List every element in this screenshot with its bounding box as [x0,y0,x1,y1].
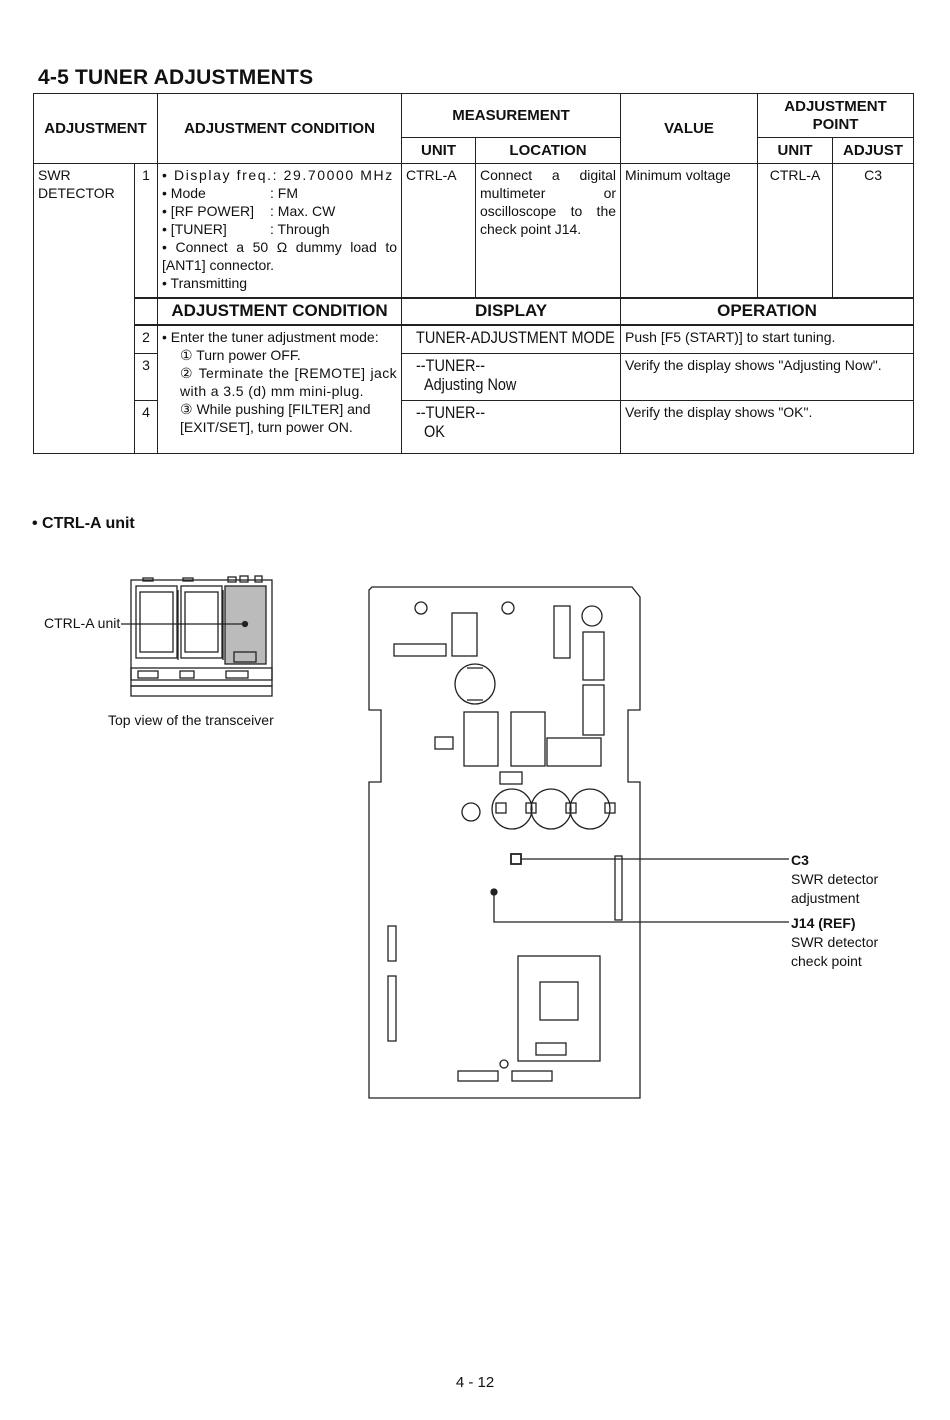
ctrl-a-board [368,586,641,1099]
c3-callout: C3 SWR detector adjustment [791,851,878,908]
j14-callout: J14 (REF) SWR detector check point [791,914,878,971]
operation-step3: Verify the display shows "Adjusting Now"… [620,353,915,401]
ctrl-unit-label: CTRL-A unit [44,615,121,631]
header-condition-2: ADJUSTMENT CONDITION [157,296,403,326]
page-number: 4 - 12 [455,1374,495,1391]
display-step3: --TUNER-- Adjusting Now [401,353,622,401]
transceiver-top-view [130,575,273,697]
step1-value: Minimum voltage [620,163,759,298]
page-title: 4-5 TUNER ADJUSTMENTS [38,66,314,89]
step1-conditions: • Display freq.: 29.70000 MHz • Mode: FM… [157,163,403,298]
operation-step4: Verify the display shows "OK". [620,400,915,454]
step-number: 2 [133,324,159,354]
step1-location: Connect a digital multimeter or oscillos… [475,163,622,298]
display-step4: --TUNER-- OK [401,400,622,454]
j14-leader [493,895,789,923]
header-adjustment-point: ADJUSTMENT POINT [757,93,915,138]
j14-desc-2: check point [791,953,862,969]
step-number: 1 [133,163,159,298]
header-measurement: MEASUREMENT [401,93,622,138]
step-number: 4 [133,400,159,454]
header-operation: OPERATION [620,296,915,326]
j14-name: J14 (REF) [791,915,856,931]
c3-desc-2: adjustment [791,890,860,906]
header-unit: UNIT [401,137,477,164]
j14-desc-1: SWR detector [791,934,879,950]
c3-name: C3 [791,852,809,868]
top-view-caption: Top view of the transceiver [108,712,274,728]
c3-component [510,853,522,865]
mode-conditions: • Enter the tuner adjustment mode: ① Tur… [157,324,403,454]
header-value: VALUE [620,93,759,164]
header-location: LOCATION [475,137,622,164]
adjustment-item: SWR DETECTOR [33,163,135,454]
c3-desc-1: SWR detector [791,871,879,887]
display-step2: TUNER-ADJUSTMENT MODE [401,324,622,354]
step1-ap-adjust: C3 [832,163,915,298]
step1-unit: CTRL-A [401,163,477,298]
j14-check-point [490,888,498,896]
header-adjustment: ADJUSTMENT [32,93,159,164]
step-number: 3 [133,353,159,401]
spacer-cell [133,296,159,326]
step1-ap-unit: CTRL-A [757,163,834,298]
tuner-adjustment-table: ADJUSTMENT ADJUSTMENT CONDITION MEASUREM… [32,93,915,454]
section-heading: • CTRL-A unit [32,515,135,532]
header-display: DISPLAY [401,296,622,326]
header-adjustment-condition: ADJUSTMENT CONDITION [157,93,403,164]
operation-step2: Push [F5 (START)] to start tuning. [620,324,915,354]
